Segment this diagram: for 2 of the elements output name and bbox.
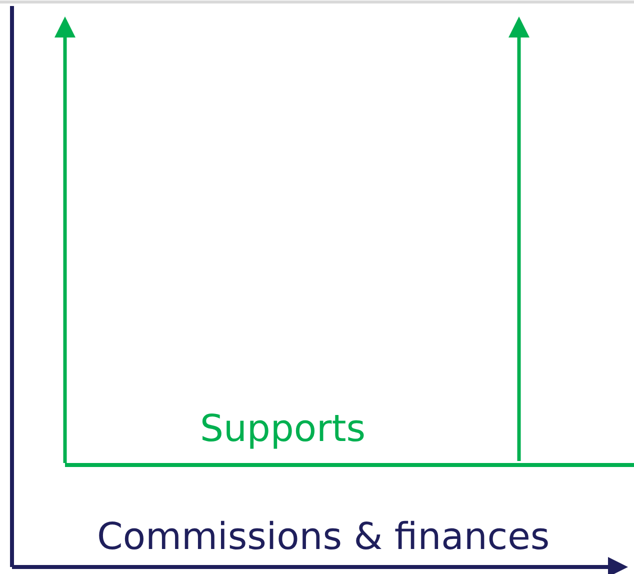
axis-label: Commissions & finances bbox=[97, 518, 550, 555]
axis-label: Supports bbox=[200, 410, 366, 447]
